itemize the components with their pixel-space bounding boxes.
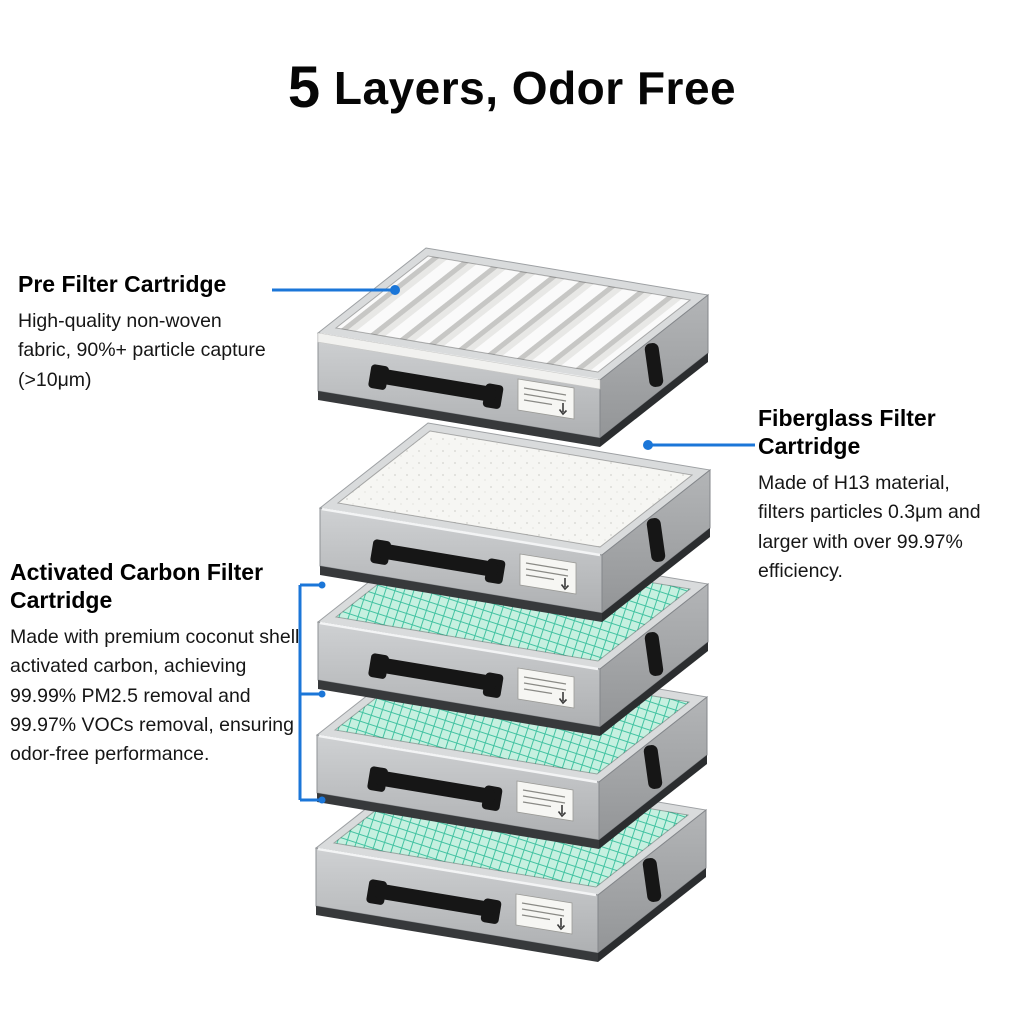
pleat-front-edge — [317, 332, 601, 390]
callout-bracket-carbon — [298, 581, 326, 804]
title-number: 5 — [287, 55, 321, 120]
callout-connectors — [272, 285, 755, 804]
callout-pre-filter: Pre Filter Cartridge High-quality non-wo… — [18, 270, 270, 395]
callout-line-pre-filter — [272, 285, 400, 295]
filter-layer-fiberglass — [318, 421, 712, 624]
page-title: 5 Layers, Odor Free — [0, 54, 1024, 121]
callout-line-fiberglass — [643, 440, 755, 450]
callout-pre-filter-body: High-quality non-woven fabric, 90%+ part… — [18, 310, 266, 391]
fiberglass-surface — [336, 430, 694, 548]
title-text: Layers, Odor Free — [320, 62, 737, 114]
callout-fiberglass-heading: Fiberglass Filter Cartridge — [758, 405, 936, 460]
callout-fiberglass: Fiberglass Filter Cartridge Made of H13 … — [758, 404, 996, 586]
filter-stack — [314, 246, 712, 964]
callout-carbon-body: Made with premium coconut shell activate… — [10, 626, 300, 766]
filter-layer-pre — [316, 246, 710, 449]
callout-fiberglass-body: Made of H13 material, filters particles … — [758, 472, 981, 582]
callout-carbon: Activated Carbon Filter Cartridge Made w… — [10, 558, 310, 769]
callout-carbon-heading: Activated Carbon Filter Cartridge — [10, 559, 264, 614]
callout-pre-filter-heading: Pre Filter Cartridge — [18, 271, 227, 297]
pleated-surface — [334, 255, 692, 373]
